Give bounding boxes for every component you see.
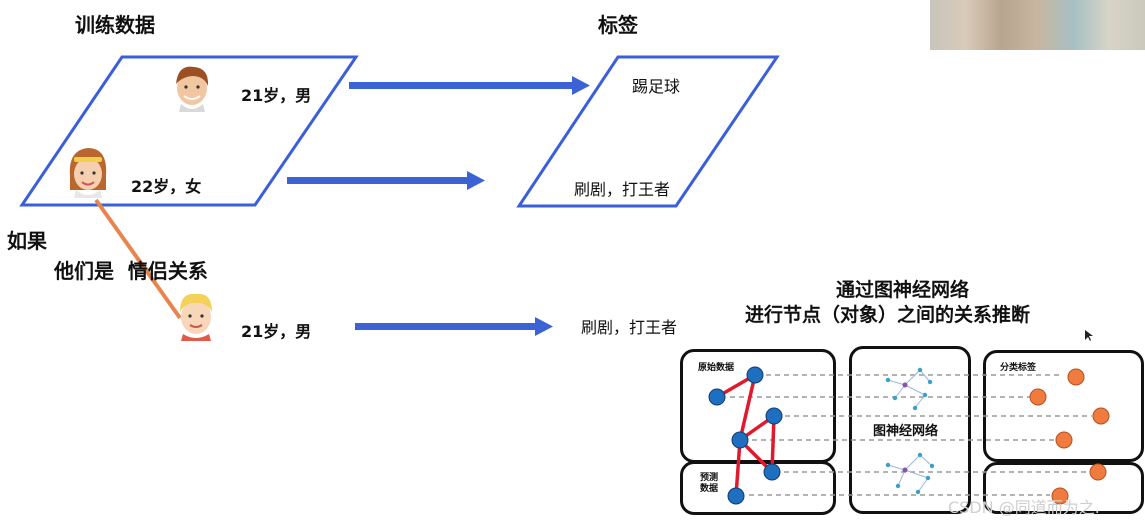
if-label: 如果 [7,229,47,253]
labels-box [516,55,780,208]
relation-label: 他们是 情侣关系 [54,259,208,283]
relation-line [94,198,182,320]
gnn-label: 图神经网络 [873,424,939,439]
gnn-caption-line2: 进行节点（对象）之间的关系推断 [745,304,1031,326]
person-label-1: 21岁，男 [241,86,312,105]
webcam-thumbnail [930,0,1145,50]
class-labels-label: 分类标签 [1000,363,1037,373]
tag-label-1: 踢足球 [632,77,681,96]
tag-label-3: 刷剧，打王者 [581,318,678,337]
arrow-row3 [355,317,553,336]
gnn-box [849,346,971,514]
gnn-caption-line1: 通过图神经网络 [836,279,970,301]
mouse-cursor [1085,330,1093,341]
watermark: CSDN @同道而为之. [948,498,1100,517]
predict-data-label-2: 数据 [700,484,719,494]
predict-data-box [680,461,836,515]
tag-label-2: 刷剧，打王者 [574,180,671,199]
person-label-2: 22岁，女 [131,177,202,196]
training-data-heading: 训练数据 [75,13,155,37]
predict-data-label-1: 预测 [700,473,719,483]
raw-data-label: 原始数据 [698,363,735,373]
person-label-3: 21岁，男 [241,322,312,341]
arrow-row2 [287,171,485,190]
labels-heading: 标签 [598,13,638,37]
training-data-box [19,55,359,207]
arrow-row1 [349,76,590,95]
predict-labels-box [983,462,1144,514]
